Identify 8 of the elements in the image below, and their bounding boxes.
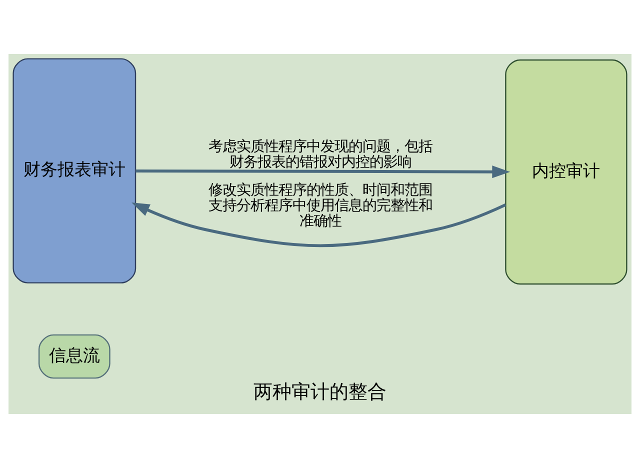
caption: 两种审计的整合 — [254, 380, 386, 403]
node-box: 财务报表审计 — [12, 58, 136, 283]
edge-label: 考虑实质性程序中发现的问题，包括财务报表的错报对内控的影响 — [208, 138, 433, 170]
edge-label: 修改实质性程序的性质、时间和范围支持分析程序中使用信息的完整性和准确性 — [208, 182, 433, 229]
arrow — [132, 202, 506, 247]
arrow — [136, 165, 510, 178]
node-box: 内控审计 — [505, 58, 628, 284]
node-box: 信息流 — [38, 334, 110, 378]
